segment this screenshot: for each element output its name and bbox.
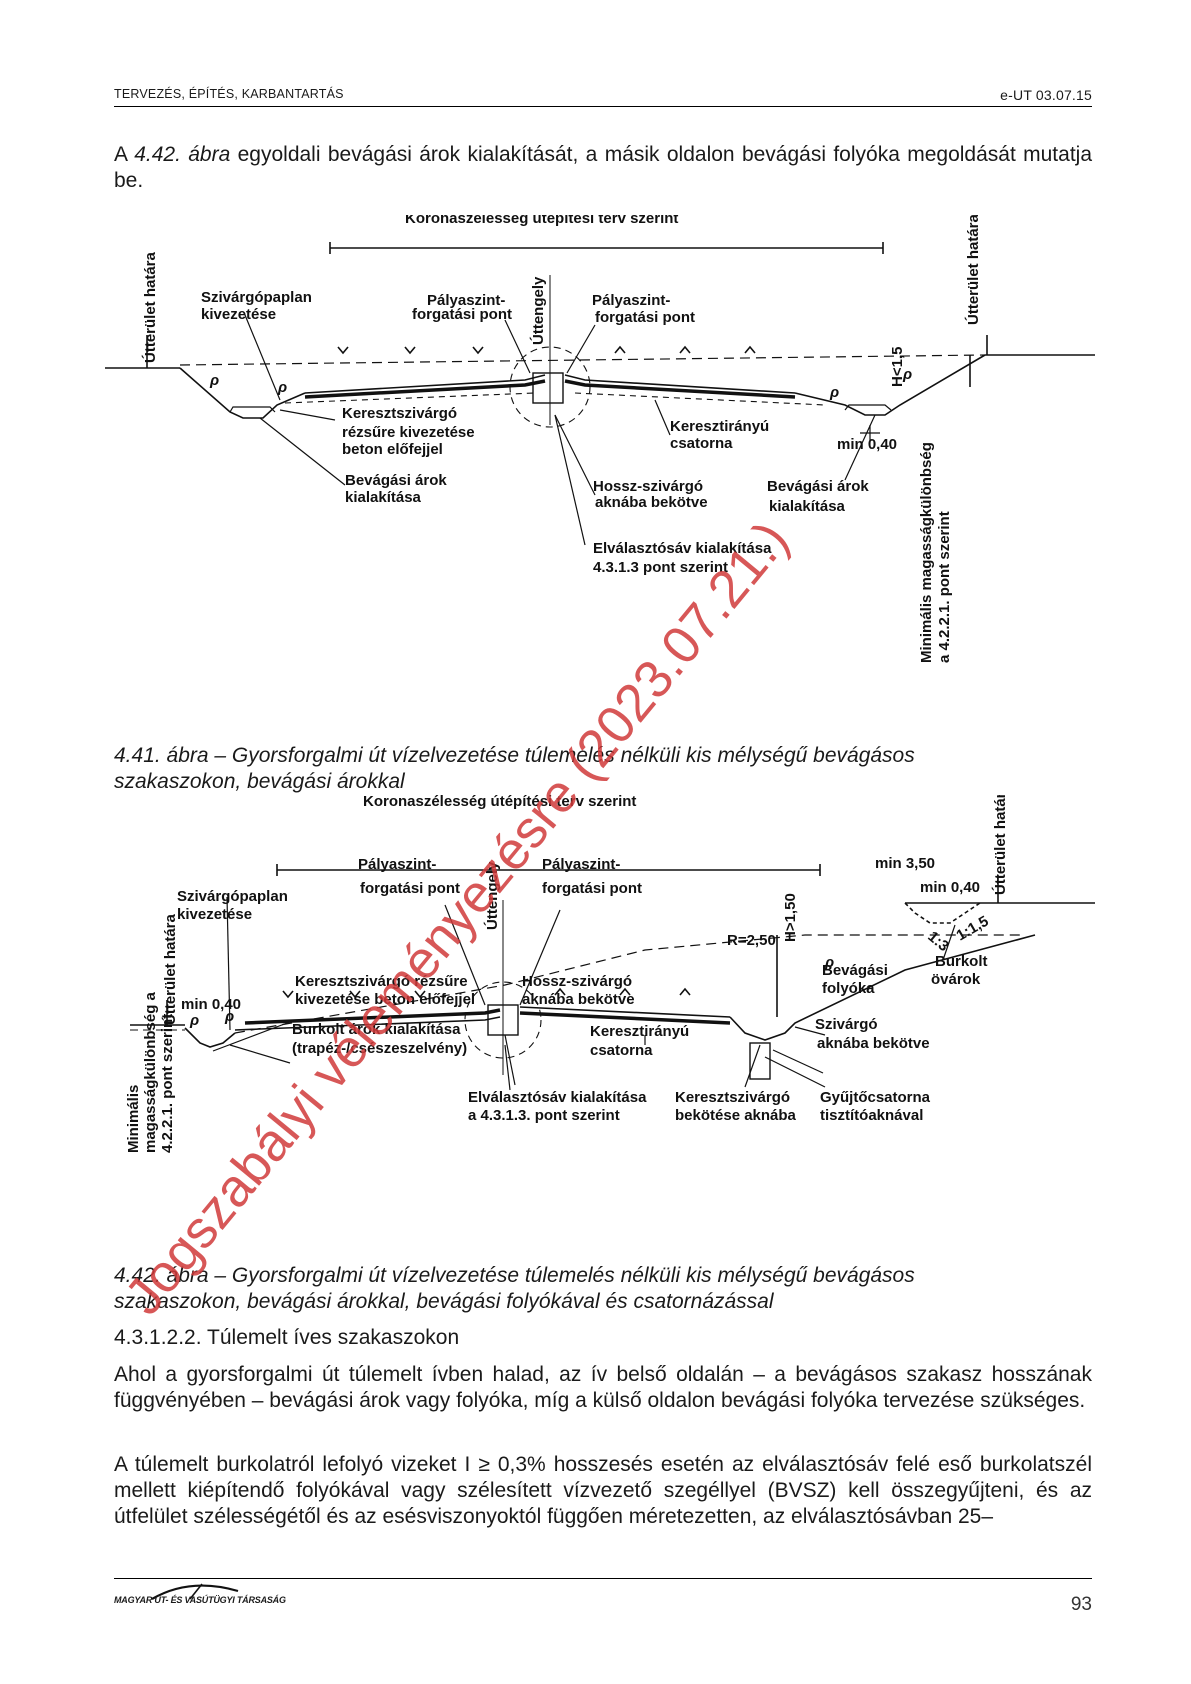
fig2-gyujto-2: tisztítóaknával — [820, 1107, 923, 1124]
fig1-elval-1: Elválasztósáv kialakítása — [593, 540, 772, 557]
fig1-palya-right-2: forgatási pont — [595, 309, 695, 326]
fig2-hossz-2: aknába bekötve — [522, 991, 635, 1008]
fig2-hossz-1: Hossz-szivárgó — [522, 973, 632, 990]
footer-rule — [114, 1578, 1092, 1579]
intro-paragraph: A 4.42. ábra egyoldali bevágási árok kia… — [114, 142, 1092, 194]
fig1-keresztir-2: csatorna — [670, 435, 733, 452]
fig1-szivargo-1: Szivárgópaplan — [201, 289, 312, 306]
fig1-utterulet-left: Útterület határa — [141, 251, 159, 363]
fig1-kereszt-2: rézsűre kivezetése — [342, 424, 475, 441]
fig2-szivargo-akna-2: aknába bekötve — [817, 1035, 930, 1052]
header-left: TERVEZÉS, ÉPÍTÉS, KARBANTARTÁS — [114, 87, 344, 101]
society-logo — [151, 1583, 239, 1600]
fig2-kereszt-1: Keresztszivárgó rézsűre — [295, 973, 468, 990]
fig2-slope-1: 1:3 — [924, 928, 952, 955]
fig1-bevagasi-left-1: Bevágási árok — [345, 472, 447, 489]
fig2-palya-right-2: forgatási pont — [542, 880, 642, 897]
fig1-rho-4: ρ — [902, 366, 912, 383]
caption-4-42: 4.42. ábra – Gyorsforgalmi út vízelvezet… — [114, 1264, 915, 1313]
fig1-kereszt-3: beton előfejjel — [342, 441, 443, 458]
fig2-minimalis-1: Minimális — [125, 1085, 142, 1153]
fig2-szivargo-1: Szivárgópaplan — [177, 888, 288, 905]
fig2-palya-right-1: Pályaszint- — [542, 856, 620, 873]
fig1-palya-right-1: Pályaszint- — [592, 292, 670, 309]
fig2-bevagasi-folyoka-1: Bevágási — [822, 962, 888, 979]
fig2-elval-1: Elválasztósáv kialakítása — [468, 1089, 647, 1106]
fig1-kereszt-1: Keresztszivárgó — [342, 405, 457, 422]
fig2-bevagasi-folyoka-2: folyóka — [822, 980, 875, 997]
fig1-szivargo-2: kivezetése — [201, 306, 276, 323]
fig1-palya-left-1: Pályaszint- — [427, 292, 505, 309]
fig1-hossz-2: aknába bekötve — [595, 494, 708, 511]
fig2-burkolt-ovarok-1: Burkolt — [935, 953, 988, 970]
fig1-minimalis-2: a 4.2.2.1. pont szerint — [936, 511, 953, 663]
page-header: TERVEZÉS, ÉPÍTÉS, KARBANTARTÁS e-UT 03.0… — [114, 84, 1092, 107]
fig2-top-label: Koronaszélesség útépítési terv szerint — [363, 795, 636, 810]
fig2-szivargo-akna-1: Szivárgó — [815, 1016, 878, 1033]
fig2-keresztir-2: csatorna — [590, 1042, 653, 1059]
fig2-r250: R=2,50 — [727, 932, 776, 949]
page-number: 93 — [1070, 1594, 1092, 1615]
fig2-kereszt-bekotes-2: bekötése aknába — [675, 1107, 797, 1124]
figure-4-42: Koronaszélesség útépítési terv szerint Ú… — [125, 795, 1095, 1153]
header-right: e-UT 03.07.15 — [1000, 87, 1092, 103]
fig1-h-label: H<1,5 — [889, 347, 906, 387]
fig2-burkolt-arok-1: Burkolt árok kialakítása — [292, 1021, 461, 1038]
fig1-minimalis-1: Minimális magasságkülönbség — [918, 442, 935, 663]
fig2-palya-left-2: forgatási pont — [360, 880, 460, 897]
caption-4-41: 4.41. ábra – Gyorsforgalmi út vízelvezet… — [114, 744, 915, 793]
fig2-burkolt-ovarok-2: övárok — [931, 971, 981, 988]
fig1-elval-2: 4.3.1.3 pont szerint — [593, 559, 728, 576]
figure-4-41: Koronaszélesség útépítési terv szerint Ú… — [105, 215, 1095, 663]
intro-rest: egyoldali bevágási árok kialakítását, a … — [114, 143, 1092, 192]
fig2-kereszt-bekotes-1: Keresztszivárgó — [675, 1089, 790, 1106]
fig2-palya-left-1: Pályaszint- — [358, 856, 436, 873]
fig2-h-label: H>1,50 — [782, 893, 799, 942]
fig1-hossz-1: Hossz-szivárgó — [593, 478, 703, 495]
fig2-szivargo-2: kivezetése — [177, 906, 252, 923]
fig2-min350: min 3,50 — [875, 855, 935, 872]
fig2-rho-1: ρ — [189, 1012, 199, 1029]
fig2-slope-2: 1:1,5 — [954, 913, 992, 945]
fig1-bevagasi-right-2: kialakítása — [769, 498, 846, 515]
fig2-rho-2: ρ — [224, 1008, 234, 1025]
fig2-min040-right: min 0,40 — [920, 879, 980, 896]
fig1-palya-left-2: forgatási pont — [412, 306, 512, 323]
fig2-kereszt-2: kivezetése beton előfejjel — [295, 991, 475, 1008]
fig2-keresztir-1: Keresztirányú — [590, 1023, 689, 1040]
intro-prefix: A — [114, 143, 135, 166]
fig1-rho-1: ρ — [209, 372, 219, 389]
fig1-bevagasi-right-1: Bevágási árok — [767, 478, 869, 495]
fig1-top-label: Koronaszélesség útépítési terv szerint — [405, 215, 678, 227]
fig1-rho-2: ρ — [277, 379, 287, 396]
fig1-uttengely: Úttengely — [529, 276, 547, 345]
fig2-gyujto-1: Gyűjtőcsatorna — [820, 1089, 931, 1106]
paragraph-1: Ahol a gyorsforgalmi út túlemelt ívben h… — [114, 1363, 1092, 1412]
fig1-min040: min 0,40 — [837, 436, 897, 453]
fig2-utterulet-right: Útterület határa — [991, 795, 1009, 895]
paragraph-2: A túlemelt burkolatról lefolyó vizeket I… — [114, 1453, 1092, 1528]
intro-figure-ref: 4.42. ábra — [134, 143, 231, 166]
fig2-rho-3: ρ — [824, 954, 834, 971]
society-logo-text: MAGYAR ÚT- ÉS VASÚTÜGYI TÁRSASÁG — [114, 1595, 286, 1605]
fig2-utterulet-left: Útterület határa — [161, 913, 179, 1025]
section-title: 4.3.1.2.2. Túlemelt íves szakaszokon — [114, 1326, 460, 1349]
fig1-keresztir-1: Keresztirányú — [670, 418, 769, 435]
fig2-min040-left: min 0,40 — [181, 996, 241, 1013]
fig2-uttengely: Úttengely — [483, 861, 501, 930]
fig2-minimalis-2: magasságkülönbség a — [142, 991, 159, 1153]
fig2-burkolt-arok-2: (trapéz-/csészeszelvény) — [292, 1040, 467, 1057]
fig1-utterulet-right: Útterület határa — [964, 215, 982, 325]
fig1-rho-3: ρ — [829, 384, 839, 401]
fig2-minimalis-3: 4.2.2.1. pont szerint — [159, 1014, 176, 1153]
fig1-bevagasi-left-2: kialakítása — [345, 489, 422, 506]
fig2-elval-2: a 4.3.1.3. pont szerint — [468, 1107, 620, 1124]
